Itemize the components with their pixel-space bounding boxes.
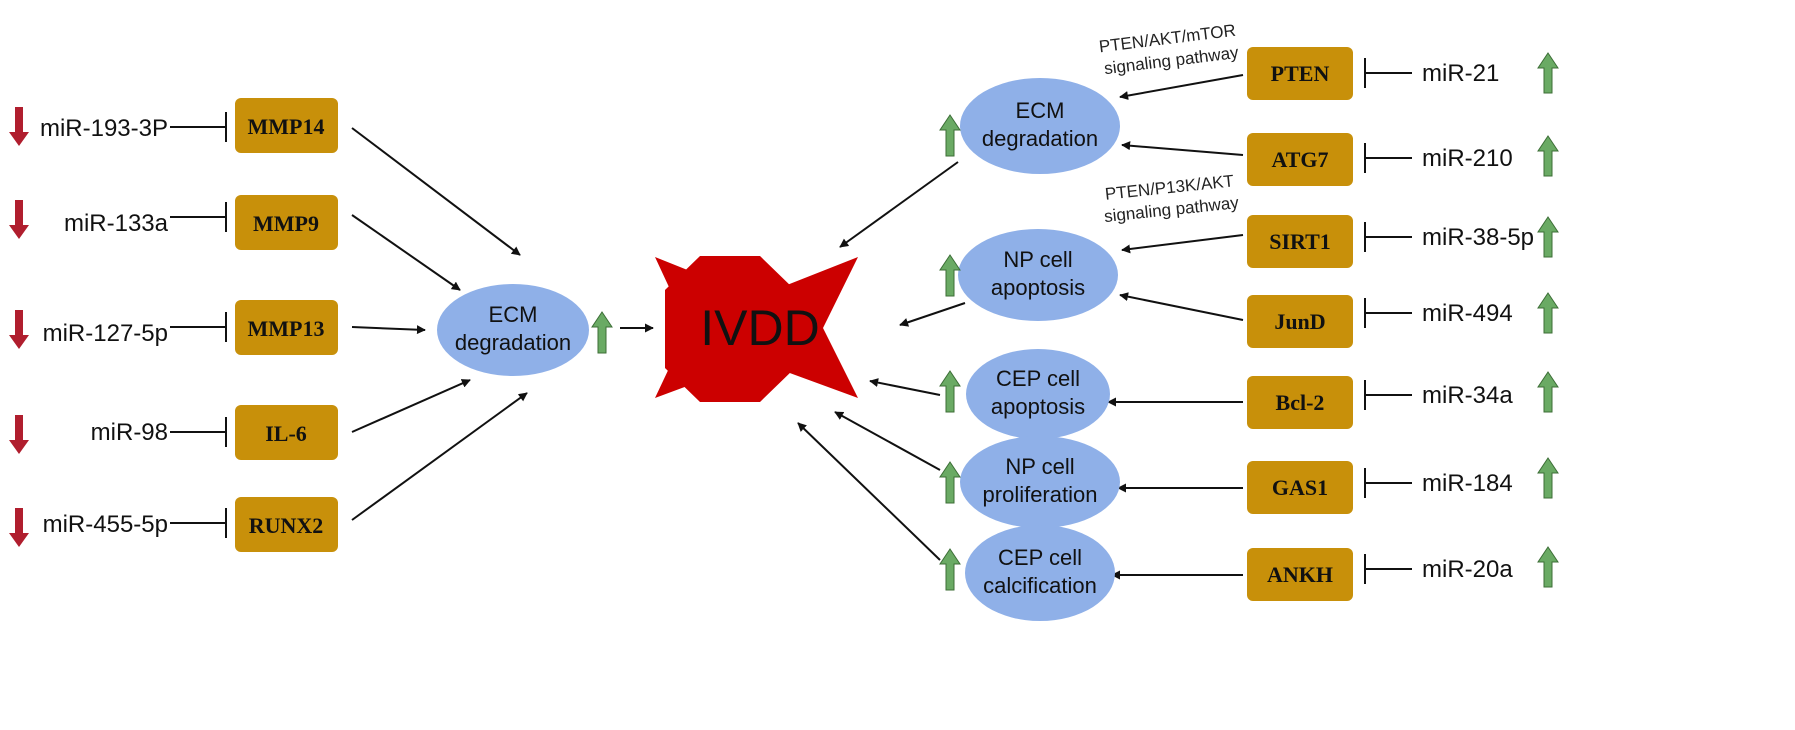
- gene-label-gas1: GAS1: [1272, 475, 1328, 500]
- gene-label-il6: IL-6: [265, 421, 307, 446]
- right-proc3-line2: apoptosis: [991, 394, 1085, 419]
- left-ecm-line1: ECM: [489, 302, 538, 327]
- gene-label-ankh: ANKH: [1267, 562, 1333, 587]
- gene-label-mmp13: MMP13: [248, 316, 325, 341]
- right-proc1-line1: ECM: [1016, 98, 1065, 123]
- left-mirna-4: miR-98: [91, 419, 168, 446]
- right-mirna-6: miR-184: [1422, 470, 1513, 497]
- up-arrow-icon: [1537, 216, 1559, 258]
- right-proc4-line1: NP cell: [1005, 454, 1074, 479]
- up-arrow-icon: [1537, 292, 1559, 334]
- cep-calcification-ellipse: [965, 525, 1115, 621]
- right-to-ivdd-arrows: [797, 161, 966, 561]
- gene-label-mmp9: MMP9: [253, 211, 319, 236]
- up-arrow-icon: [939, 461, 961, 504]
- gene-label-mmp14: MMP14: [248, 114, 325, 139]
- down-arrow-icon: [9, 508, 29, 547]
- gene-label-sirt1: SIRT1: [1269, 229, 1331, 254]
- right-proc1-line2: degradation: [982, 126, 1098, 151]
- np-proliferation-ellipse: [960, 436, 1120, 528]
- right-inhibition-lines: [1364, 58, 1412, 584]
- left-mirna-1: miR-193-3P: [40, 115, 168, 142]
- right-mirna-7: miR-20a: [1422, 556, 1513, 583]
- down-arrow-icon: [9, 107, 29, 146]
- left-mirna-5: miR-455-5p: [43, 511, 168, 538]
- left-inhibition-lines: [170, 112, 227, 538]
- right-mirna-3: miR-38-5p: [1422, 224, 1534, 251]
- up-arrow-icon: [1537, 546, 1559, 588]
- right-gene-boxes: PTEN ATG7 SIRT1 JunD Bcl-2 GAS1 ANKH: [1247, 47, 1353, 601]
- np-apoptosis-ellipse: [958, 229, 1118, 321]
- right-proc2-line2: apoptosis: [991, 275, 1085, 300]
- up-arrow-icon: [591, 311, 613, 354]
- left-panel: miR-193-3P miR-133a miR-127-5p miR-98 mi…: [9, 98, 654, 552]
- right-proc3-line1: CEP cell: [996, 366, 1080, 391]
- right-panel: PTEN ATG7 SIRT1 JunD Bcl-2 GAS1 ANKH miR…: [797, 21, 1559, 621]
- right-mirna-1: miR-21: [1422, 60, 1499, 87]
- pathway-label-2: PTEN/P13K/AKT signaling pathway: [1103, 171, 1240, 226]
- up-arrow-icon: [1537, 457, 1559, 499]
- ivdd-label: IVDD: [700, 300, 819, 356]
- gene-label-runx2: RUNX2: [249, 513, 324, 538]
- left-ecm-ellipse: [437, 284, 589, 376]
- ivdd-star-core: [665, 256, 795, 402]
- right-mirna-4: miR-494: [1422, 300, 1513, 327]
- left-mirna-3: miR-127-5p: [43, 320, 168, 347]
- gene-box-mmp9: [235, 195, 338, 250]
- right-proc2-line1: NP cell: [1003, 247, 1072, 272]
- right-up-arrows: [1537, 52, 1559, 588]
- down-arrow-icon: [9, 415, 29, 454]
- up-arrow-icon: [939, 114, 961, 157]
- down-arrow-icon: [9, 200, 29, 239]
- gene-box-mmp13: [235, 300, 338, 355]
- right-gene-arrows: [1107, 74, 1244, 580]
- gene-box-runx2: [235, 497, 338, 552]
- right-proc5-line1: CEP cell: [998, 545, 1082, 570]
- left-mirna-2: miR-133a: [64, 210, 169, 237]
- gene-box-il6: [235, 405, 338, 460]
- right-mirna-5: miR-34a: [1422, 382, 1513, 409]
- right-proc4-line2: proliferation: [983, 482, 1098, 507]
- right-mirna-2: miR-210: [1422, 145, 1513, 172]
- right-ecm-ellipse: [960, 78, 1120, 174]
- gene-box-ankh: [1247, 548, 1353, 601]
- up-arrow-icon: [939, 254, 961, 297]
- left-down-arrows: [9, 107, 29, 547]
- gene-label-pten: PTEN: [1271, 61, 1330, 86]
- gene-box-bcl2: [1247, 376, 1353, 429]
- right-proc5-line2: calcification: [983, 573, 1097, 598]
- up-arrow-icon: [1537, 135, 1559, 177]
- left-ecm-line2: degradation: [455, 330, 571, 355]
- up-arrow-icon: [1537, 52, 1559, 94]
- gene-box-mmp14: [235, 98, 338, 153]
- up-arrow-icon: [1537, 371, 1559, 413]
- up-arrow-icon: [939, 370, 961, 413]
- pathway-label-1: PTEN/AKT/mTOR signaling pathway: [1098, 21, 1240, 78]
- gene-label-atg7: ATG7: [1271, 147, 1328, 172]
- right-process-ellipses: ECM degradation NP cell apoptosis CEP ce…: [958, 78, 1120, 621]
- down-arrow-icon: [9, 310, 29, 349]
- gene-box-jund: [1247, 295, 1353, 348]
- gene-box-pten: [1247, 47, 1353, 100]
- cep-apoptosis-ellipse: [966, 349, 1110, 439]
- left-gene-arrows: [351, 127, 528, 521]
- gene-box-atg7: [1247, 133, 1353, 186]
- left-gene-boxes: MMP14 MMP9 MMP13 IL-6 RUNX2: [235, 98, 338, 552]
- gene-box-gas1: [1247, 461, 1353, 514]
- gene-box-sirt1: [1247, 215, 1353, 268]
- gene-label-jund: JunD: [1274, 309, 1325, 334]
- gene-label-bcl2: Bcl-2: [1276, 390, 1325, 415]
- right-process-up-arrows: [939, 114, 961, 591]
- up-arrow-icon: [939, 548, 961, 591]
